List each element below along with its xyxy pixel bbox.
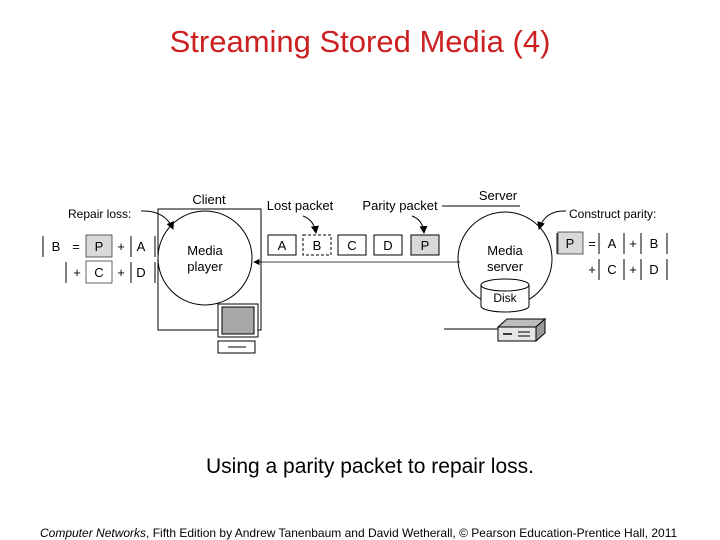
construct-parity-arrow: [537, 210, 567, 230]
repair-eq-plus-2: +: [73, 265, 81, 280]
repair-eq-a: A: [137, 239, 146, 254]
media-server-label-1: Media: [487, 243, 523, 258]
parity-eq-plus-1: +: [629, 236, 637, 251]
packet-a: A: [267, 234, 297, 256]
repair-equation: B = P + A + C + D: [42, 234, 156, 284]
packet-b-lost: B: [302, 234, 332, 256]
client-label: Client: [192, 192, 226, 207]
disk-label: Disk: [493, 291, 517, 305]
repair-eq-b: B: [52, 239, 61, 254]
media-server-label-2: server: [487, 259, 524, 274]
parity-eq-b: B: [650, 236, 659, 251]
svg-text:B: B: [313, 238, 322, 253]
lost-packet-arrow: [302, 215, 319, 234]
repair-parity-cell: [85, 234, 113, 258]
parity-eq-plus-3: +: [629, 262, 637, 277]
parity-eq-d: D: [649, 262, 658, 277]
repair-eq-plus-3: +: [117, 265, 125, 280]
packet-c: C: [337, 234, 367, 256]
repair-eq-equals: =: [72, 239, 80, 254]
slide-title: Streaming Stored Media (4): [169, 24, 551, 59]
parity-p-cell: [557, 231, 584, 255]
server-label: Server: [479, 188, 518, 203]
parity-equation: P = A + B + C + D: [556, 231, 668, 280]
client-computer-icon: [217, 303, 259, 354]
parity-eq-c: C: [607, 262, 616, 277]
svg-text:D: D: [383, 238, 392, 253]
parity-eq-equals: =: [588, 236, 596, 251]
server-box-icon: [496, 317, 547, 343]
parity-packet-label: Parity packet: [362, 198, 438, 213]
parity-eq-p: P: [566, 236, 575, 251]
lost-packet-label: Lost packet: [267, 198, 334, 213]
packet-p-parity: P: [410, 234, 440, 256]
repair-eq-plus-1: +: [117, 239, 125, 254]
footer-credit: , Fifth Edition by Andrew Tanenbaum and …: [146, 526, 678, 540]
repair-loss-arrow: [140, 210, 174, 230]
disk-icon: [480, 278, 530, 313]
media-player-circle: [157, 210, 253, 306]
media-player-label-2: player: [187, 259, 223, 274]
construct-parity-label: Construct parity:: [569, 207, 656, 221]
packet-d: D: [373, 234, 403, 256]
footer-book-title: Computer Networks: [40, 526, 147, 540]
parity-eq-plus-2: +: [588, 262, 596, 277]
svg-text:C: C: [347, 238, 356, 253]
repair-eq-p: P: [95, 239, 104, 254]
svg-text:P: P: [421, 238, 430, 253]
parity-packet-arrow: [411, 215, 428, 234]
footer-citation: Computer Networks, Fifth Edition by Andr…: [40, 526, 677, 540]
parity-eq-a: A: [608, 236, 617, 251]
repair-eq-c: C: [94, 265, 103, 280]
repair-loss-label: Repair loss:: [68, 207, 131, 221]
figure-caption: Using a parity packet to repair loss.: [206, 455, 534, 478]
repair-eq-d: D: [136, 265, 145, 280]
parity-repair-diagram: Client Media player Repair loss: B = P +…: [42, 188, 668, 354]
media-player-label-1: Media: [187, 243, 223, 258]
svg-text:A: A: [278, 238, 287, 253]
